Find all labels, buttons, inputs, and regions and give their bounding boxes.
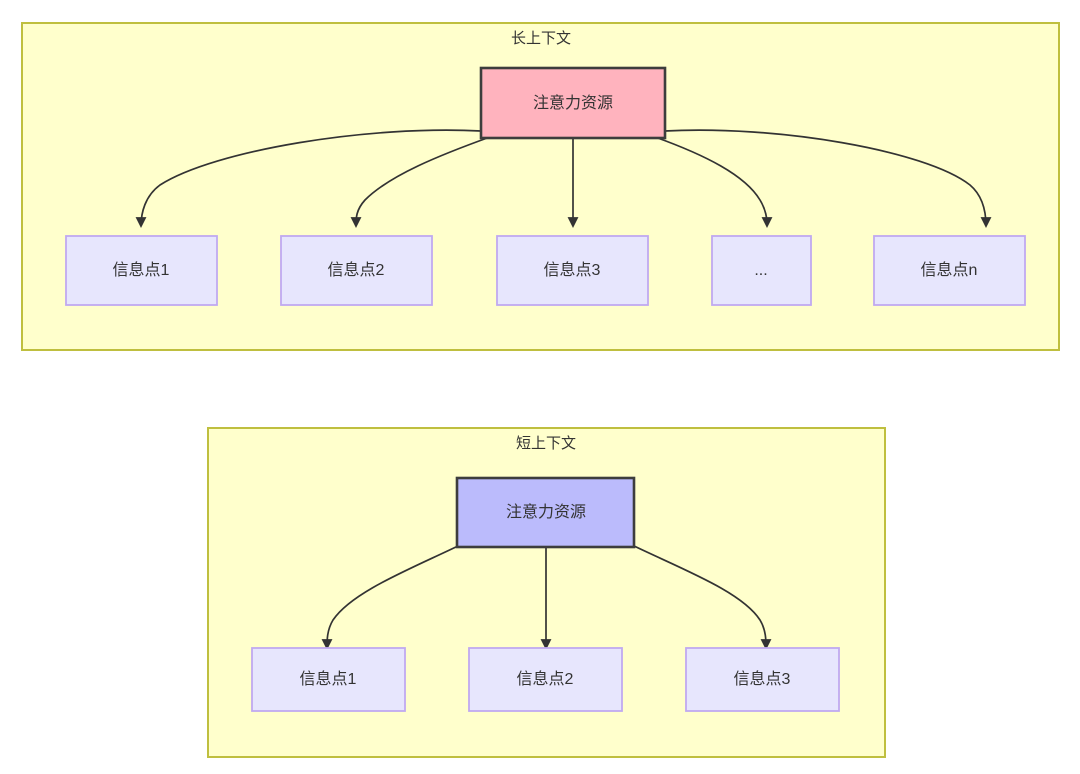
node-leaf-long-2-label: 信息点2	[328, 261, 385, 279]
node-root-long-context-box[interactable]	[479, 66, 667, 140]
group-title-long-context: 长上下文	[511, 30, 571, 47]
node-leaf-short-2-box[interactable]	[468, 647, 623, 712]
node-root-short-context-label: 注意力资源	[506, 502, 586, 521]
group-title-short-context: 短上下文	[516, 435, 576, 452]
node-leaf-short-1[interactable]: 信息点1	[251, 647, 406, 712]
node-leaf-long-3[interactable]: 信息点3	[496, 235, 649, 306]
node-leaf-short-2[interactable]: 信息点2	[468, 647, 623, 712]
node-leaf-long-1[interactable]: 信息点1	[65, 235, 218, 306]
edge-short-root-to-leaf-1	[321, 545, 459, 651]
node-root-short-context-box[interactable]	[455, 476, 636, 549]
node-leaf-long-n[interactable]: 信息点n	[873, 235, 1026, 306]
node-leaf-short-1-box[interactable]	[251, 647, 406, 712]
node-leaf-long-1-box[interactable]	[65, 235, 218, 306]
node-leaf-short-3[interactable]: 信息点3	[685, 647, 840, 712]
node-leaf-long-n-box[interactable]	[873, 235, 1026, 306]
edge-root-to-leaf-1	[135, 129, 482, 229]
node-leaf-long-3-box[interactable]	[496, 235, 649, 306]
node-leaf-long-ellipsis-box[interactable]	[711, 235, 812, 306]
node-leaf-long-n-label: 信息点n	[921, 261, 978, 279]
node-root-long-context-label: 注意力资源	[533, 93, 613, 112]
node-root-long-context[interactable]: 注意力资源	[479, 66, 667, 140]
node-leaf-short-1-label: 信息点1	[300, 670, 357, 688]
node-leaf-short-2-label: 信息点2	[517, 670, 574, 688]
node-leaf-long-ellipsis-label: ...	[754, 262, 767, 279]
node-leaf-short-3-box[interactable]	[685, 647, 840, 712]
group-short-context: 短上下文 注意力资源 信息点1 信息点2	[207, 427, 886, 758]
edge-root-to-leaf-2	[350, 136, 491, 229]
node-leaf-short-3-label: 信息点3	[734, 670, 791, 688]
node-root-short-context[interactable]: 注意力资源	[455, 476, 636, 549]
edge-group-short-context	[321, 545, 772, 651]
node-leaf-long-2-box[interactable]	[280, 235, 433, 306]
node-leaf-long-2[interactable]: 信息点2	[280, 235, 433, 306]
edge-short-root-to-leaf-3	[633, 545, 772, 651]
node-leaf-long-ellipsis[interactable]: ...	[711, 235, 812, 306]
edge-group-long-context	[135, 129, 992, 229]
group-long-context: 长上下文 注意力资源 信息点1 信息点2	[21, 22, 1060, 351]
edge-root-to-leaf-5	[664, 129, 992, 229]
node-leaf-long-3-label: 信息点3	[544, 261, 601, 279]
node-leaf-long-1-label: 信息点1	[113, 261, 170, 279]
edge-root-to-leaf-4	[654, 136, 773, 229]
